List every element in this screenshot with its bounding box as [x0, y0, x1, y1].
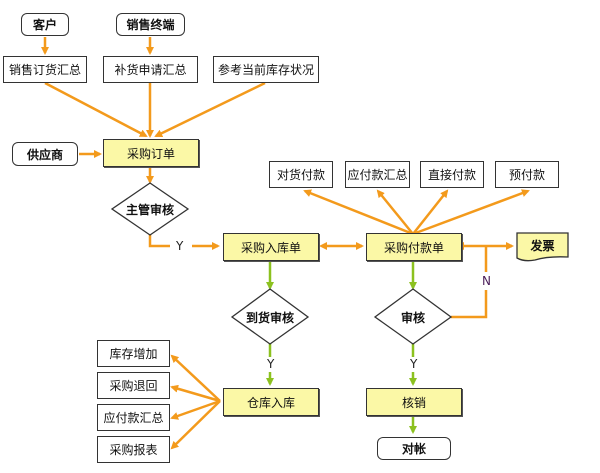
edge-review-yes [148, 234, 170, 248]
yes-label-manager: Y [174, 239, 186, 253]
current-inventory-node: 参考当前库存状况 [213, 56, 319, 83]
review-diamond [373, 288, 453, 345]
purchase-report-node: 采购报表 [97, 436, 170, 463]
purchase-payment-node: 采购付款单 [366, 233, 462, 261]
edge-payment-to-payable [376, 189, 414, 235]
edge-payment-to-prepay [412, 189, 530, 236]
edge-payment-to-direct [412, 189, 449, 235]
purchase-return-node: 采购退回 [97, 372, 170, 399]
yes-label-arrival: Y [265, 357, 277, 371]
invoice-node: 发票 [530, 238, 555, 253]
pay-on-delivery-node: 对货付款 [269, 161, 333, 188]
review-label: 审核 [400, 310, 425, 325]
direct-payment-node: 直接付款 [420, 161, 484, 188]
customer-node: 客户 [21, 13, 69, 36]
payable-summary-top-node: 应付款汇总 [345, 161, 410, 188]
manager-review-label: 主管审核 [125, 202, 174, 217]
arrival-review-label: 到货审核 [245, 310, 294, 325]
warehouse-entry-node: 仓库入库 [223, 388, 319, 416]
payable-summary-bottom-node: 应付款汇总 [97, 404, 170, 431]
arrival-review-diamond [230, 288, 310, 345]
edge-payment-to-pay-on-delivery [303, 189, 414, 236]
no-label: N [480, 274, 493, 288]
edge-inventory-to-po [154, 81, 266, 138]
edge-warehouse-to-report [170, 400, 221, 450]
invoice-shape [516, 232, 569, 262]
prepayment-node: 预付款 [495, 161, 559, 188]
edge-warehouse-to-payable [170, 399, 221, 420]
manager-review-diamond [110, 182, 190, 236]
edge-sales-summary-to-po [44, 81, 148, 138]
edge-review-no [451, 290, 488, 319]
replenishment-summary-node: 补货申请汇总 [103, 56, 198, 83]
edge-warehouse-to-return [170, 384, 221, 403]
purchase-order-node: 采购订单 [103, 139, 199, 167]
reconcile-node: 对帐 [377, 437, 451, 460]
inventory-increase-node: 库存增加 [97, 340, 170, 367]
sales-terminal-node: 销售终端 [116, 13, 185, 36]
purchase-receipt-node: 采购入库单 [223, 233, 319, 261]
write-off-node: 核销 [366, 388, 462, 416]
supplier-node: 供应商 [12, 142, 78, 166]
yes-label-review: Y [408, 357, 420, 371]
edge-warehouse-to-inventory-increase [170, 354, 221, 402]
sales-order-summary-node: 销售订货汇总 [3, 56, 87, 83]
